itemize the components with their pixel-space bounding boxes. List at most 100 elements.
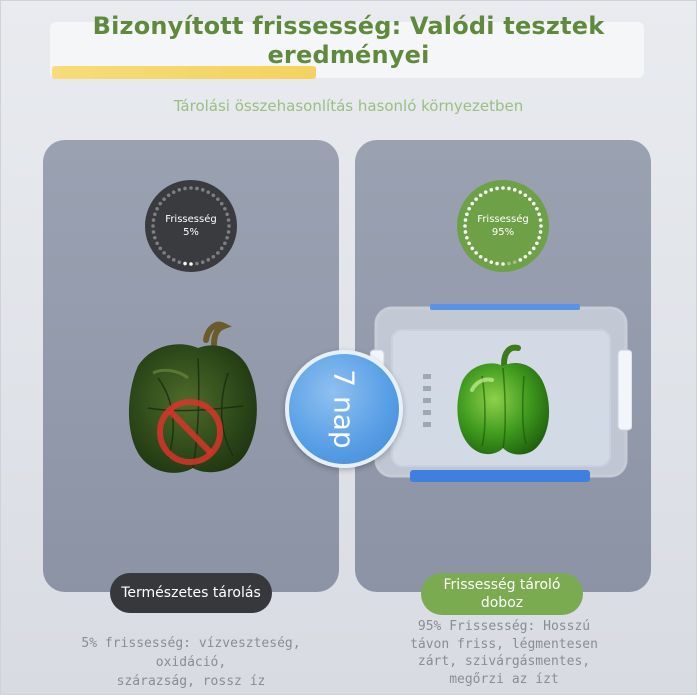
- ring-dot: [518, 190, 523, 194]
- days-label: 7 nap: [327, 369, 361, 449]
- ring-dot: [463, 224, 467, 228]
- freshness-ring-right: [463, 186, 543, 266]
- ring-dot: [226, 230, 231, 234]
- ring-dot: [465, 212, 469, 217]
- ring-dot: [478, 193, 483, 198]
- natural-desc-line2: szárazság, rossz íz: [116, 674, 266, 689]
- ring-dot: [183, 261, 187, 266]
- box-desc-line2: távon friss, légmentesen: [410, 636, 598, 652]
- ring-dot: [206, 190, 211, 194]
- ring-dot: [539, 224, 543, 228]
- ring-dot: [227, 224, 231, 228]
- ring-dot: [495, 186, 499, 191]
- ring-dot: [225, 212, 229, 217]
- ring-dot: [467, 241, 471, 246]
- ring-dot: [535, 206, 539, 211]
- ring-dot: [162, 197, 166, 201]
- ring-dot: [183, 186, 187, 191]
- ring-dot: [219, 246, 224, 251]
- ring-dot: [463, 218, 468, 222]
- ring-dot: [219, 201, 224, 206]
- ring-dot: [200, 188, 205, 192]
- fresh-pepper-image: [457, 344, 550, 455]
- ring-dot: [495, 261, 499, 266]
- ring-dot: [474, 251, 478, 255]
- ring-dot: [225, 235, 229, 240]
- ring-dot: [501, 186, 505, 190]
- ring-dot: [523, 193, 528, 198]
- freshness-box-label-text: Frissesség tároló doboz: [443, 577, 561, 611]
- ring-dot: [158, 246, 163, 251]
- ring-dot: [155, 206, 159, 211]
- page-subtitle: Tárolási összehasonlítás hasonló környez…: [173, 97, 524, 115]
- ring-dot: [158, 201, 163, 206]
- freshness-box-description: 95% Frissesség: Hosszú távon friss, légm…: [404, 618, 604, 688]
- freshness-ring-left: [151, 186, 231, 266]
- natural-storage-label-text: Természetes tárolás: [121, 585, 261, 601]
- ring-dot: [512, 188, 517, 192]
- ring-dot: [195, 186, 199, 191]
- ring-dot: [166, 254, 171, 259]
- box-desc-line3: zárt, szivárgásmentes,: [417, 654, 591, 669]
- ring-dot: [483, 190, 488, 194]
- ring-dot: [223, 206, 227, 211]
- ring-dot: [206, 258, 211, 262]
- badge-right-value: 95%: [491, 227, 515, 238]
- ring-dot: [166, 193, 171, 198]
- title-highlight: [52, 66, 316, 79]
- ring-dot: [523, 254, 528, 259]
- ring-dot: [189, 262, 193, 266]
- ring-dot: [501, 262, 505, 266]
- page-title-line2: eredményei: [267, 41, 430, 69]
- ring-dot: [537, 212, 541, 217]
- ring-dot: [531, 201, 536, 206]
- freshness-badge-left: Frissesség 5%: [145, 180, 237, 272]
- ring-dot: [211, 254, 216, 259]
- ring-dot: [223, 241, 227, 246]
- ring-dot: [512, 260, 517, 264]
- ring-dot: [483, 258, 488, 262]
- natural-desc-line1: 5% frissesség: vízveszteség, oxidáció,: [81, 636, 301, 670]
- ring-dot: [528, 251, 532, 255]
- ring-dot: [171, 190, 176, 194]
- box-desc-line1: 95% Frissesség: Hosszú: [417, 619, 591, 634]
- ring-dot: [200, 260, 205, 264]
- ring-dot: [226, 218, 231, 222]
- ring-dot: [489, 260, 494, 264]
- ring-dot: [151, 230, 156, 234]
- ring-dot: [155, 241, 159, 246]
- ring-dot: [153, 212, 157, 217]
- ring-dot: [535, 241, 539, 246]
- ring-dot: [538, 218, 543, 222]
- ring-dot: [189, 186, 193, 190]
- ring-dot: [531, 246, 536, 251]
- ring-dot: [153, 235, 157, 240]
- freshness-box-label: Frissesség tároló doboz: [421, 573, 583, 615]
- ring-dot: [195, 261, 199, 266]
- natural-storage-label: Természetes tárolás: [110, 573, 272, 613]
- ring-dot: [537, 235, 541, 240]
- ring-dot: [538, 230, 543, 234]
- ring-dot: [474, 197, 478, 201]
- ring-dot: [489, 188, 494, 192]
- ring-dot: [171, 258, 176, 262]
- ring-dot: [507, 261, 511, 266]
- ring-dot: [518, 258, 523, 262]
- ring-dot: [151, 224, 155, 228]
- freshness-badge-right: Frissesség 95%: [457, 180, 549, 272]
- ring-dot: [528, 197, 532, 201]
- page-title-line1: Bizonyított frissesség: Valódi tesztek: [92, 12, 605, 40]
- badge-left-label: Frissesség: [165, 214, 217, 225]
- natural-storage-description: 5% frissesség: vízveszteség, oxidáció, s…: [44, 634, 338, 691]
- ring-dot: [216, 251, 220, 255]
- ring-dot: [177, 260, 182, 264]
- wilted-pepper-image: [128, 321, 257, 473]
- prohibited-icon: [157, 399, 223, 465]
- ring-dot: [162, 251, 166, 255]
- ring-dot: [465, 235, 469, 240]
- ring-dot: [470, 246, 475, 251]
- ring-dot: [507, 186, 511, 191]
- page-title: Bizonyított frissesség: Valódi tesztek e…: [60, 12, 637, 70]
- days-badge: 7 nap: [285, 350, 403, 468]
- ring-dot: [470, 201, 475, 206]
